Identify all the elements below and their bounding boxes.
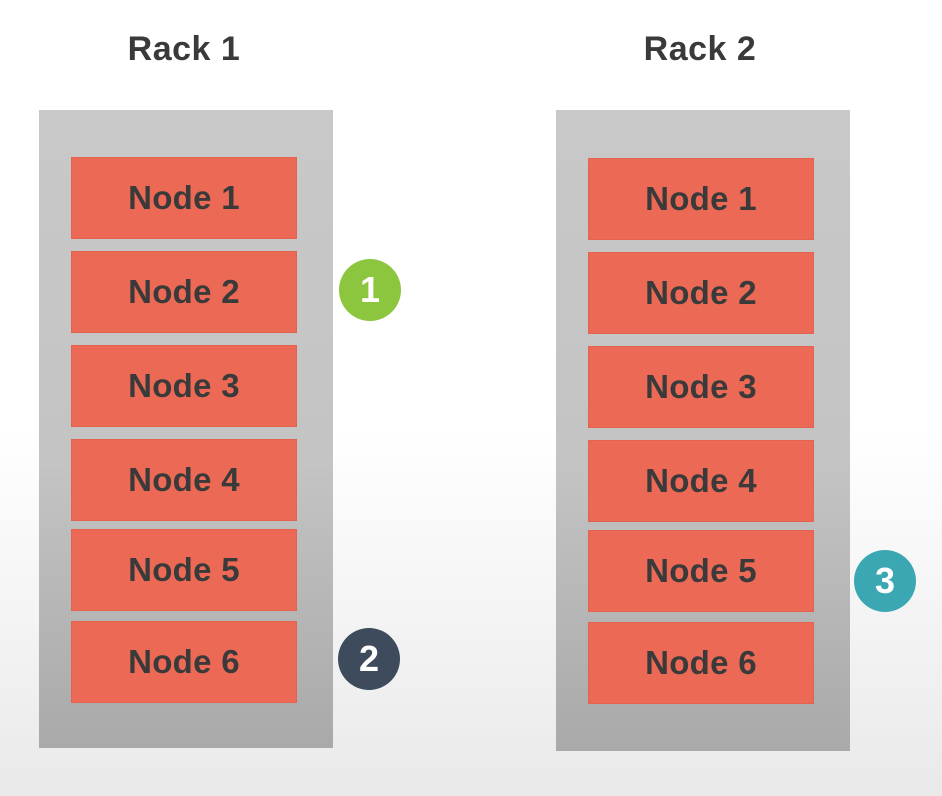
rack-1-node-6: Node 6 <box>71 621 297 703</box>
step-marker-2: 2 <box>338 628 400 690</box>
rack-2-node-5: Node 5 <box>588 530 814 612</box>
rack-1: Node 1 Node 2 Node 3 Node 4 Node 5 Node … <box>39 110 333 748</box>
step-marker-label: 2 <box>358 638 380 679</box>
node-label: Node 4 <box>645 462 757 499</box>
rack-2-node-2: Node 2 <box>588 252 814 334</box>
node-label: Node 2 <box>645 274 757 311</box>
step-marker-3: 3 <box>854 550 916 612</box>
rack-1-node-2: Node 2 <box>71 251 297 333</box>
rack-2-node-4: Node 4 <box>588 440 814 522</box>
node-label: Node 6 <box>128 643 240 680</box>
rack-1-title: Rack 1 <box>127 30 241 68</box>
step-marker-1: 1 <box>339 259 401 321</box>
rack-2-node-6: Node 6 <box>588 622 814 704</box>
step-marker-label: 1 <box>359 269 381 310</box>
node-label: Node 2 <box>128 273 240 310</box>
rack-1-node-3: Node 3 <box>71 345 297 427</box>
rack-1-node-4: Node 4 <box>71 439 297 521</box>
step-marker-label: 3 <box>874 560 896 601</box>
node-label: Node 3 <box>128 367 240 404</box>
rack-2-title: Rack 2 <box>643 30 757 68</box>
node-label: Node 4 <box>128 461 240 498</box>
node-label: Node 1 <box>128 179 240 216</box>
node-label: Node 6 <box>645 644 757 681</box>
node-label: Node 3 <box>645 368 757 405</box>
rack-2-node-3: Node 3 <box>588 346 814 428</box>
node-label: Node 5 <box>645 552 757 589</box>
rack-1-node-5: Node 5 <box>71 529 297 611</box>
rack-1-node-1: Node 1 <box>71 157 297 239</box>
node-label: Node 1 <box>645 180 757 217</box>
node-label: Node 5 <box>128 551 240 588</box>
rack-2: Node 1 Node 2 Node 3 Node 4 Node 5 Node … <box>556 110 850 751</box>
rack-2-node-1: Node 1 <box>588 158 814 240</box>
